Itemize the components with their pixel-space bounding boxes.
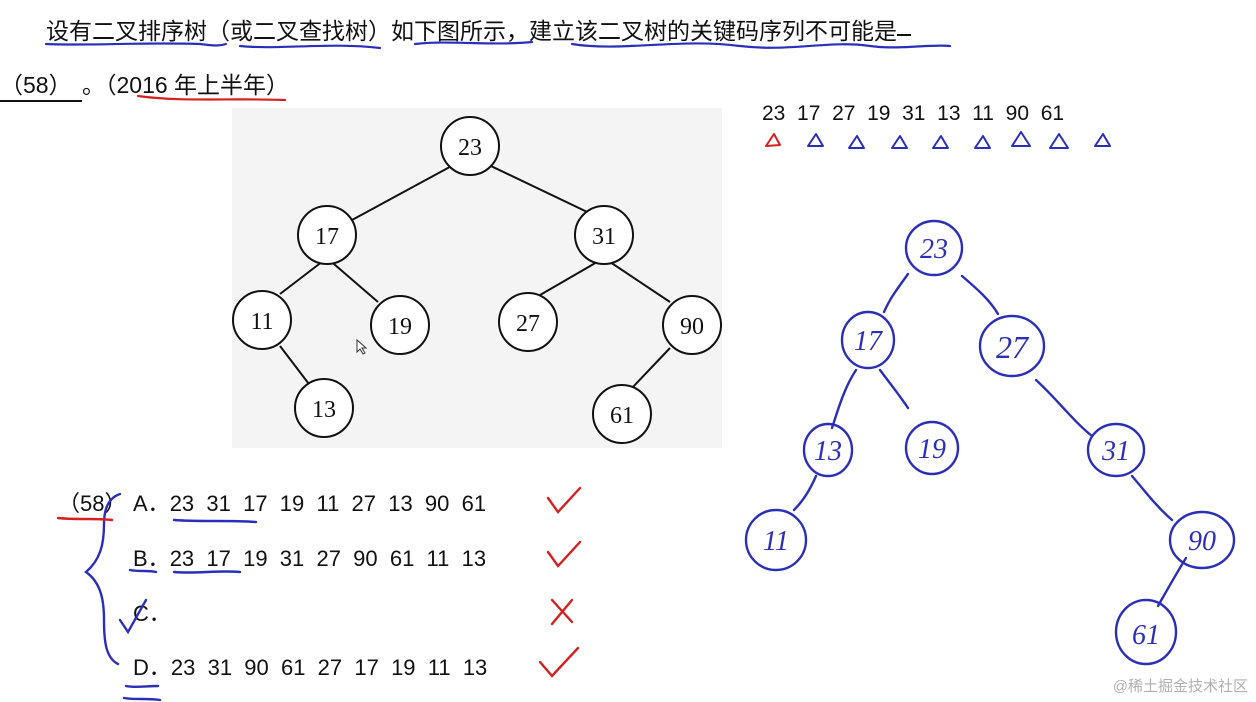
tree-node-13 — [294, 378, 354, 438]
mouse-cursor-icon — [356, 338, 368, 355]
option-b-letter: B． — [133, 546, 170, 571]
seq-item: 17 — [797, 102, 821, 125]
watermark: @稀土掘金技术社区 — [1112, 678, 1248, 695]
tree-node-61 — [592, 384, 652, 444]
seq-item: 31 — [902, 102, 926, 125]
triangle-icon — [848, 135, 865, 149]
triangle-icon — [1049, 133, 1069, 149]
tree-label-23: 23 — [458, 135, 482, 161]
underline-4 — [570, 42, 952, 49]
hw-label-61: 61 — [1132, 620, 1160, 651]
hw-node-61 — [1114, 598, 1178, 666]
seq-item: 13 — [937, 102, 961, 125]
triangle-icon — [891, 135, 908, 149]
sequence-triangles — [765, 131, 1111, 149]
handwritten-tree: 23 17 27 13 19 31 11 90 61 — [744, 219, 1236, 666]
seq-item: 19 — [867, 102, 891, 125]
check-icon — [546, 486, 582, 514]
hw-label-11: 11 — [763, 526, 789, 557]
hw-node-90 — [1168, 510, 1236, 570]
hw-node-19 — [904, 420, 960, 476]
hw-label-90: 90 — [1188, 526, 1216, 557]
answer-blank — [897, 12, 911, 36]
tree-node-23 — [440, 116, 500, 176]
tree-node-31 — [574, 205, 634, 265]
period: 。 — [82, 72, 105, 98]
triangle-icon — [932, 135, 949, 149]
option-b-text: 23 17 19 31 27 90 61 11 13 — [169, 546, 487, 571]
tree-label-27: 27 — [516, 311, 540, 337]
option-b[interactable]: B．23 17 19 31 27 90 61 11 13 — [133, 541, 486, 573]
tree-node-90 — [662, 295, 722, 355]
hw-label-17: 17 — [854, 326, 883, 357]
year-underline — [136, 94, 287, 102]
question-line-1: 设有二叉排序树（或二叉查找树）如下图所示，建立该二叉树的关键码序列不可能是 — [46, 12, 911, 46]
tree-label-31: 31 — [592, 224, 616, 250]
hw-node-31 — [1086, 422, 1146, 478]
hw-label-27: 27 — [996, 329, 1030, 365]
blank-number: （58） — [0, 66, 82, 102]
check-icon — [546, 540, 582, 568]
sequence-note: 23 17 27 19 31 13 11 90 61 — [762, 102, 1064, 126]
triangle-icon — [974, 135, 991, 149]
seq-item: 23 — [762, 102, 786, 125]
seq-item: 11 — [972, 102, 994, 125]
hw-node-27 — [978, 314, 1046, 378]
question-line-2: （58）。（2016 年上半年） — [0, 66, 289, 102]
hw-label-31: 31 — [1101, 436, 1130, 467]
option-d-letter: D． — [133, 655, 171, 680]
check-marks — [538, 486, 582, 678]
tree-node-27 — [498, 292, 558, 352]
cross-icon — [550, 598, 574, 626]
underline-1 — [44, 42, 228, 47]
hw-node-17 — [840, 310, 896, 370]
tree-node-11 — [232, 290, 292, 350]
triangle-icon — [807, 133, 824, 147]
tree-label-90: 90 — [680, 314, 704, 340]
check-icon — [538, 646, 580, 678]
option-a-text: 23 31 17 19 11 27 13 90 61 — [169, 491, 487, 516]
seq-item: 61 — [1040, 102, 1065, 125]
triangle-icon — [1011, 131, 1031, 147]
tree-label-19: 19 — [388, 314, 412, 340]
tree-node-17 — [297, 205, 357, 265]
brace — [84, 492, 122, 666]
tree-label-11: 11 — [250, 309, 273, 335]
answer-annotations — [56, 486, 582, 702]
option-a[interactable]: A．23 31 17 19 11 27 13 90 61 — [133, 486, 486, 518]
option-d[interactable]: D．23 31 90 61 27 17 19 11 13 — [133, 650, 487, 682]
source-year: （2016 年上半年） — [105, 72, 290, 98]
tree-label-17: 17 — [315, 224, 339, 250]
printed-tree: 23 17 31 11 19 27 90 13 61 — [232, 108, 722, 448]
option-d-text: 23 31 90 61 27 17 19 11 13 — [170, 655, 488, 680]
tree-label-13: 13 — [312, 397, 336, 423]
underline-2 — [238, 44, 382, 50]
seq-item: 90 — [1005, 102, 1030, 125]
tree-node-19 — [370, 295, 430, 355]
hw-node-11 — [744, 508, 808, 572]
hw-label-19: 19 — [918, 434, 946, 465]
question-text: 设有二叉排序树（或二叉查找树）如下图所示，建立该二叉树的关键码序列不可能是 — [46, 18, 897, 44]
seq-item: 27 — [832, 102, 856, 125]
hw-node-13 — [802, 422, 854, 478]
hw-node-23 — [904, 219, 964, 277]
underline-3 — [413, 40, 534, 46]
tree-label-61: 61 — [610, 403, 634, 429]
triangle-icon — [1094, 133, 1111, 147]
hw-label-23: 23 — [920, 234, 948, 265]
option-a-letter: A． — [133, 491, 170, 516]
hw-label-13: 13 — [814, 436, 842, 467]
triangle-icon — [765, 133, 781, 147]
